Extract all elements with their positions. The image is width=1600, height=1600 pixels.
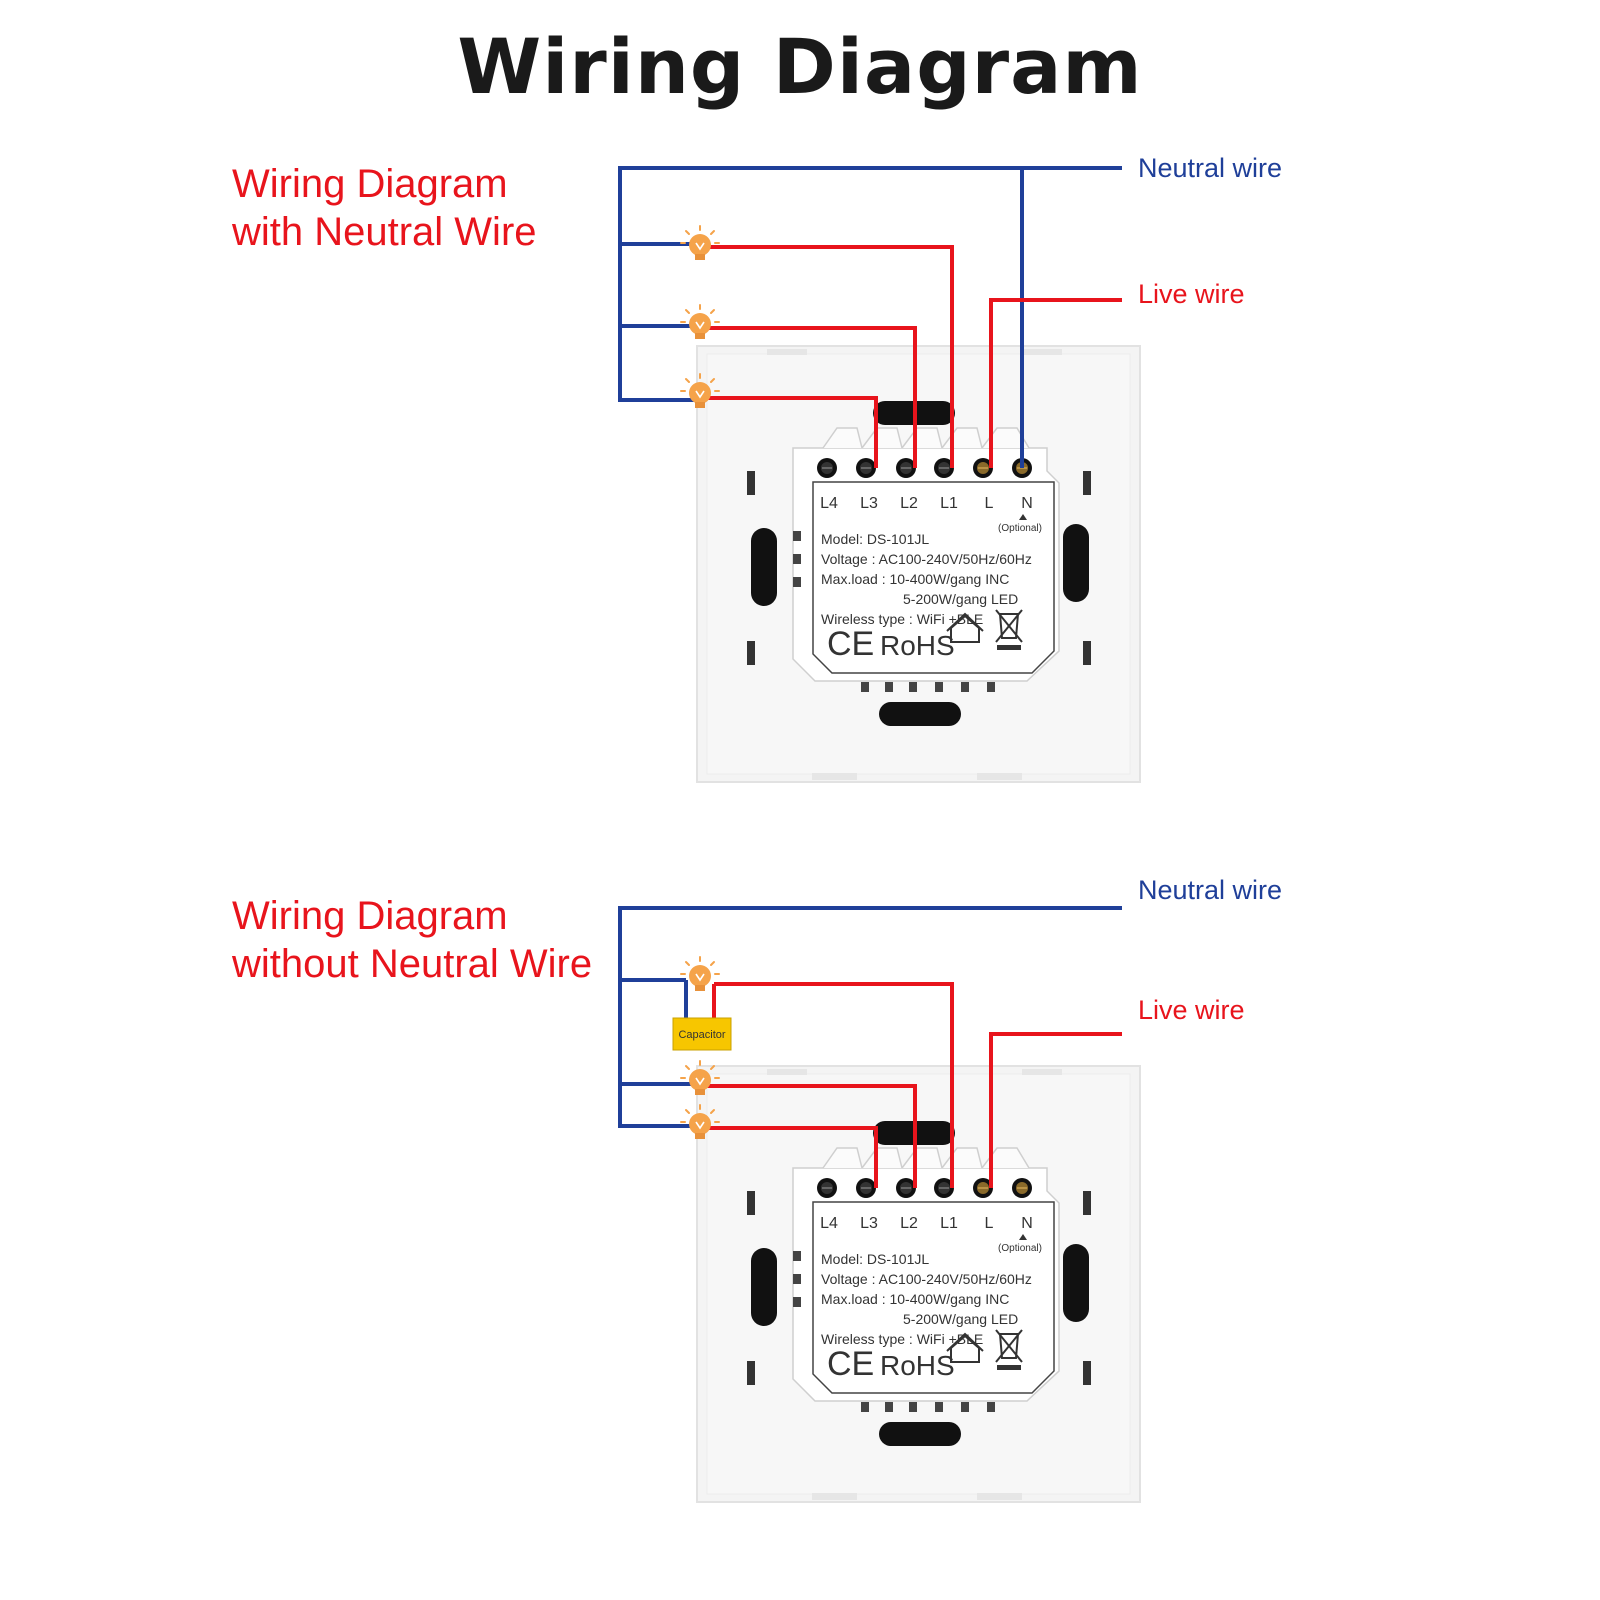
terminal-label: L2 (900, 1215, 918, 1232)
rohs-mark: RoHS (880, 630, 955, 661)
terminal-labels: L4 L3 L2 L1 L N (820, 1215, 1033, 1232)
live-wire-label: Live wire (1138, 279, 1245, 309)
terminal-label: N (1021, 495, 1033, 512)
ce-mark: CE (827, 625, 874, 663)
maxload-inc-text: Max.load : 10-400W/gang INC (821, 571, 1009, 587)
section-without-neutral: L4 L3 L2 L1 L N (Optional) Model: DS-101… (618, 906, 1141, 1503)
voltage-text: Voltage : AC100-240V/50Hz/60Hz (821, 1271, 1032, 1287)
heading-line-1: Wiring Diagram (232, 162, 508, 206)
maxload-inc-text: Max.load : 10-400W/gang INC (821, 1291, 1009, 1307)
terminal-label: L3 (860, 495, 878, 512)
maxload-led-text: 5-200W/gang LED (903, 591, 1018, 607)
heading-line-2: without Neutral Wire (232, 942, 593, 986)
terminal-labels: L4 L3 L2 L1 L N (820, 495, 1033, 512)
section-with-neutral: L4 L3 L2 L1 L N (Optional) Model: DS-101… (618, 166, 1141, 783)
rohs-mark: RoHS (880, 1350, 955, 1381)
neutral-wires (618, 906, 1122, 1128)
voltage-text: Voltage : AC100-240V/50Hz/60Hz (821, 551, 1032, 567)
section-heading-without-neutral: Wiring Diagram without Neutral Wire (232, 892, 592, 988)
terminal-label: N (1021, 1215, 1033, 1232)
switch-module: L4 L3 L2 L1 L N (Optional) Model: DS-101… (696, 345, 1141, 783)
bulb-icon (680, 304, 720, 340)
terminal-label: L2 (900, 495, 918, 512)
wireless-text: Wireless type : WiFi +BLE (821, 1331, 983, 1347)
terminal-label: L3 (860, 1215, 878, 1232)
ce-mark: CE (827, 1345, 874, 1383)
neutral-wire-label: Neutral wire (1138, 153, 1283, 183)
switch-module: L4 L3 L2 L1 L N (Optional) Model: DS-101… (696, 1065, 1141, 1503)
optional-note: (Optional) (998, 1243, 1042, 1254)
neutral-wire-label: Neutral wire (1138, 875, 1283, 905)
heading-line-1: Wiring Diagram (232, 894, 508, 938)
terminal-label: L (985, 1215, 994, 1232)
wireless-text: Wireless type : WiFi +BLE (821, 611, 983, 627)
terminal-label: L1 (940, 495, 958, 512)
terminal-label: L4 (820, 1215, 838, 1232)
live-wires (706, 982, 1122, 1188)
terminal-label: L4 (820, 495, 838, 512)
live-wire-label: Live wire (1138, 995, 1245, 1025)
optional-note: (Optional) (998, 523, 1042, 534)
capacitor-label: Capacitor (678, 1029, 725, 1041)
maxload-led-text: 5-200W/gang LED (903, 1311, 1018, 1327)
page-title: Wiring Diagram (457, 22, 1143, 111)
terminal-label: L1 (940, 1215, 958, 1232)
capacitor: Capacitor (672, 1017, 732, 1051)
terminal-label: L (985, 495, 994, 512)
live-wires (706, 245, 1122, 468)
model-text: Model: DS-101JL (821, 1251, 929, 1267)
model-text: Model: DS-101JL (821, 531, 929, 547)
section-heading-with-neutral: Wiring Diagram with Neutral Wire (232, 160, 537, 256)
heading-line-2: with Neutral Wire (232, 210, 537, 254)
